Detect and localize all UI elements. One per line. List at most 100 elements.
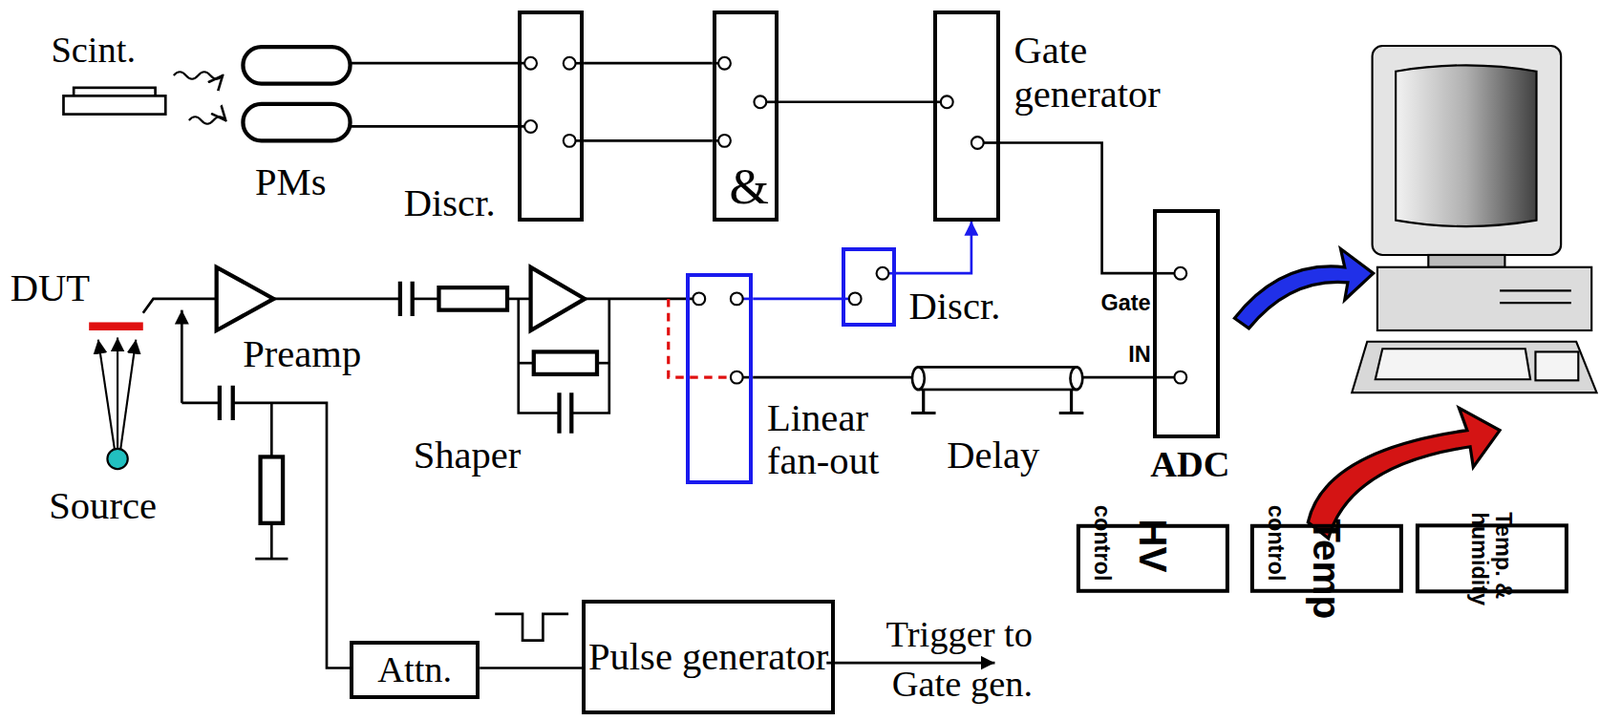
- signal-wire: [1000, 143, 1153, 275]
- computer: [1372, 45, 1562, 256]
- signal-wire: [896, 221, 972, 274]
- data-arrow: [1234, 249, 1500, 539]
- node-label: &: [716, 156, 783, 216]
- computer: [1375, 348, 1531, 380]
- source: [98, 340, 115, 449]
- part-label: PMs: [255, 159, 326, 205]
- wire: [518, 362, 534, 365]
- delay-cable: [1069, 366, 1083, 389]
- wire: [350, 125, 526, 128]
- port-circle: [692, 292, 705, 305]
- port-circle: [524, 57, 537, 70]
- scintillator: [63, 87, 166, 115]
- module-box: Discr.: [841, 247, 896, 327]
- node-label: HV: [1133, 519, 1174, 661]
- part-label: Trigger to Gate gen.: [838, 610, 1033, 710]
- part-label: Shaper: [413, 432, 522, 478]
- node-label: Attn.: [377, 648, 452, 691]
- resistor-symbol: [260, 287, 598, 524]
- computer: [1428, 255, 1505, 268]
- computer: [1535, 351, 1579, 381]
- source: [116, 337, 119, 448]
- module-box: Attn.: [349, 640, 480, 700]
- rotated-label: Temp. & humidity: [1421, 535, 1562, 583]
- capacitor-symbol: [219, 385, 234, 421]
- rotated-label: Tempcontrol: [1256, 528, 1397, 590]
- port-circle: [718, 57, 731, 70]
- light-arrow: [173, 71, 223, 79]
- port-circle: [1173, 371, 1187, 384]
- resistor-symbol: [533, 351, 598, 374]
- wire: [350, 62, 526, 65]
- signal-wire: [778, 100, 934, 104]
- signal-wire: [752, 298, 842, 301]
- resistor-symbol: [438, 287, 508, 310]
- light-arrow: [173, 71, 226, 124]
- wire: [412, 298, 440, 301]
- wire: [143, 63, 1175, 668]
- wire: [255, 557, 288, 561]
- node-label: Gate: [1081, 290, 1152, 317]
- node-label: Gate generator: [1014, 28, 1204, 118]
- amplifier-symbol: [216, 267, 275, 331]
- photomultiplier: [242, 104, 350, 141]
- module-box: Pulse generator: [581, 599, 835, 715]
- wire: [180, 310, 184, 404]
- light-arrow: [189, 116, 226, 124]
- node-label: Temp: [1306, 519, 1346, 661]
- data-arrow: [1234, 249, 1373, 329]
- delay-cable: [911, 366, 1084, 413]
- computer: [1351, 341, 1597, 393]
- delay-cable: [911, 389, 1084, 414]
- signal-wire: [479, 666, 582, 670]
- scintillator: [63, 95, 166, 114]
- part-label: Source: [48, 483, 157, 529]
- module-box: Discr.: [517, 10, 584, 222]
- computer: [1499, 290, 1572, 303]
- node-label: control: [1090, 506, 1114, 597]
- module-box: Gate generator: [933, 10, 1000, 222]
- port-circle: [971, 136, 984, 150]
- dashed-bypass: [668, 298, 731, 378]
- node-label: Temp. & humidity: [1468, 512, 1515, 653]
- wire: [233, 403, 351, 669]
- wire: [270, 403, 274, 458]
- control-box: Temp. & humidity: [1415, 524, 1569, 595]
- part-label: Preamp: [242, 331, 362, 377]
- node-label: Pulse generator: [588, 635, 829, 681]
- capacitor-symbol: [400, 281, 413, 317]
- port-circle: [1173, 267, 1187, 280]
- blue-wire: [743, 273, 896, 299]
- port-circle: [563, 57, 576, 70]
- node-label: Discr.: [404, 180, 496, 226]
- capacitor-symbol: [558, 392, 572, 434]
- port-circle: [563, 134, 576, 148]
- computer: [1377, 267, 1592, 331]
- dashed-bypass: [668, 298, 731, 378]
- control-box: Tempcontrol: [1250, 525, 1404, 595]
- port-circle: [940, 95, 954, 108]
- signal-wire: [583, 62, 713, 65]
- photomultiplier: [242, 46, 350, 84]
- amplifier-symbol: [531, 267, 586, 331]
- signal-wire: [583, 139, 713, 143]
- detector: [88, 321, 144, 331]
- computer: [1351, 45, 1597, 393]
- port-circle: [730, 371, 744, 384]
- node-label: control: [1264, 506, 1288, 597]
- source: [106, 448, 128, 470]
- capacitor-symbol: [219, 281, 572, 434]
- wire: [270, 523, 274, 559]
- delay-cable: [912, 366, 925, 389]
- control-box: HVcontrol: [1076, 525, 1230, 595]
- resistor-symbol: [260, 456, 283, 523]
- wire: [494, 614, 569, 641]
- wire: [273, 298, 400, 301]
- rotated-label: HVcontrol: [1082, 528, 1223, 590]
- wire: [143, 298, 217, 314]
